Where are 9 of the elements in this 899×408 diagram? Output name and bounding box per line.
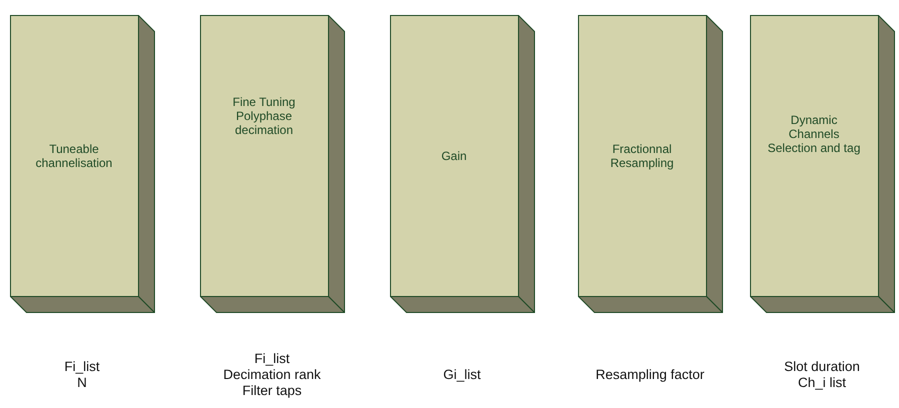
parameter-label: Fi_list <box>64 359 100 375</box>
parameter-label: Decimation rank <box>223 367 321 383</box>
parameter-label: Gi_list <box>443 367 481 383</box>
parameter-label: Slot duration <box>784 359 860 375</box>
parameter-label: Fi_list <box>254 351 290 367</box>
parameter-label: Resampling factor <box>596 367 704 383</box>
parameter-label: Filter taps <box>242 383 302 399</box>
parameter-label: N <box>77 375 87 391</box>
parameter-label: Ch_i list <box>798 375 846 391</box>
